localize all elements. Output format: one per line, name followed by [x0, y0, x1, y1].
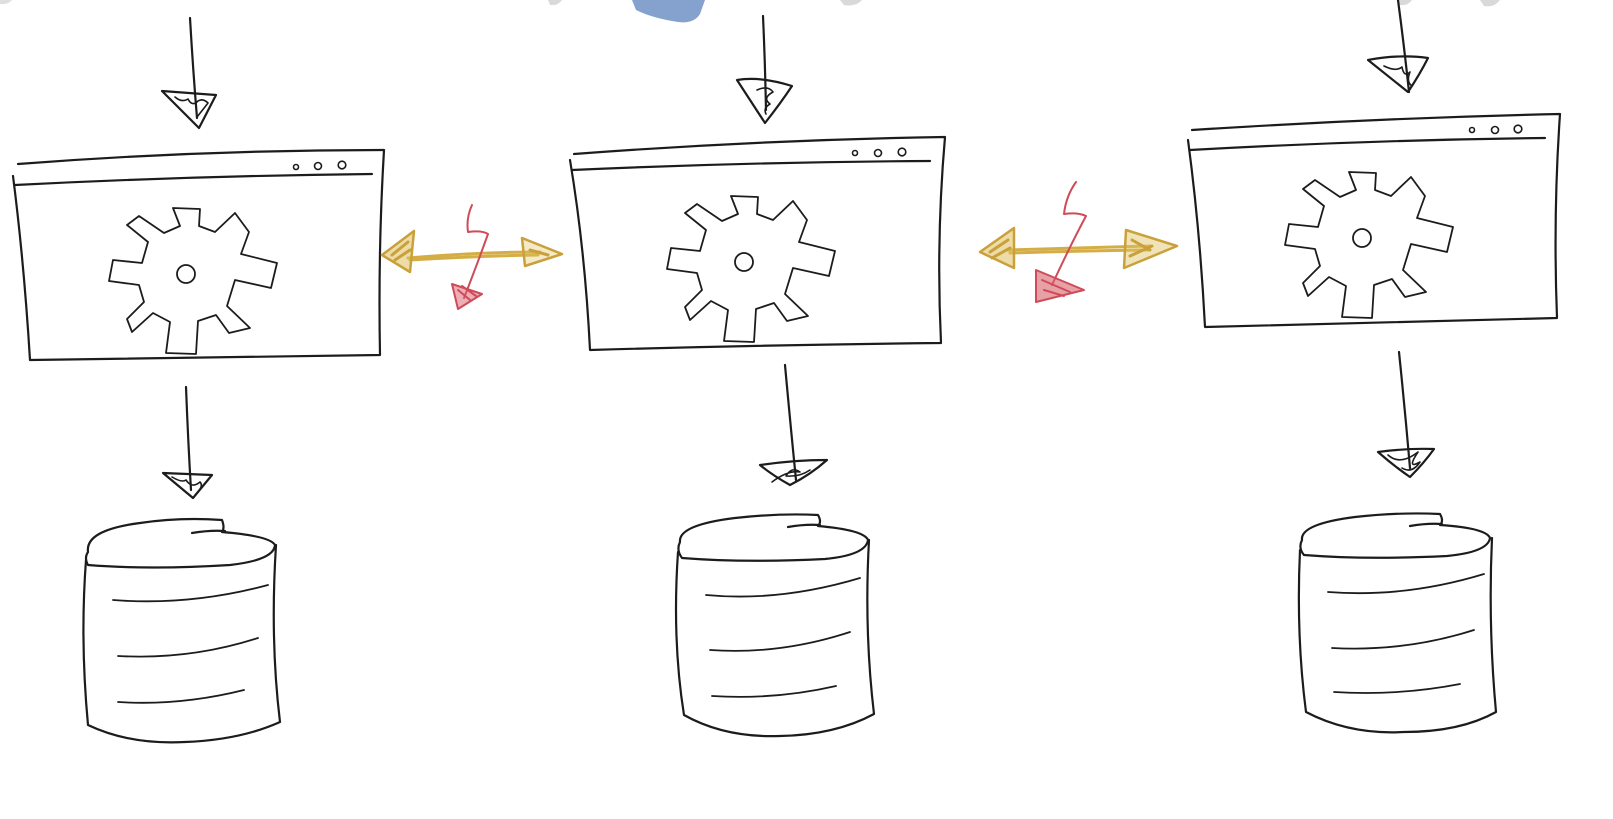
- database-icon: [1297, 512, 1498, 734]
- double-arrow-icon: [978, 226, 1179, 270]
- browser-window-icon: [568, 135, 947, 352]
- double-arrow-icon: [380, 229, 564, 274]
- incoming-arrow-icon: [1366, 0, 1430, 94]
- node-right: [1186, 0, 1562, 734]
- smudge-gray-c: [1398, 0, 1412, 6]
- top-smudges: [0, 0, 1500, 23]
- smudge-gray-e: [0, 0, 12, 5]
- database-icon: [674, 513, 876, 738]
- node-left: [11, 16, 386, 744]
- smudge-blue: [632, 0, 705, 23]
- node-center: [568, 14, 947, 738]
- link-center-right: [978, 181, 1179, 303]
- gear-icon: [108, 207, 278, 355]
- lightning-icon: [451, 204, 489, 310]
- smudge-gray-b: [840, 0, 862, 6]
- browser-window-icon: [1186, 112, 1562, 329]
- lightning-icon: [1035, 181, 1087, 303]
- incoming-arrow-icon: [160, 16, 218, 130]
- gear-icon: [1284, 171, 1454, 319]
- storage-arrow-icon: [1376, 350, 1436, 479]
- storage-arrow-icon: [161, 385, 214, 500]
- storage-arrow-icon: [758, 363, 829, 487]
- link-left-center: [380, 204, 564, 310]
- smudge-gray-a: [548, 0, 562, 6]
- gear-icon: [666, 195, 836, 343]
- database-icon: [82, 517, 282, 744]
- browser-window-icon: [11, 148, 386, 362]
- smudge-gray-d: [1480, 0, 1500, 7]
- incoming-arrow-icon: [735, 14, 794, 125]
